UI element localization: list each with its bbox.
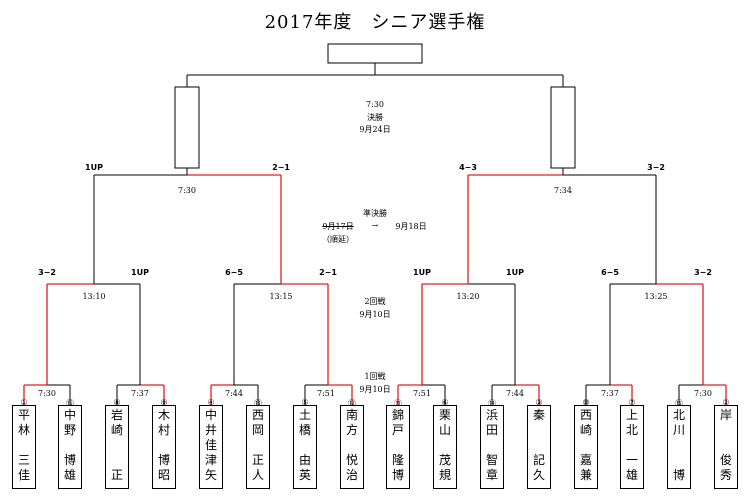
- round2-score: 6−5: [225, 268, 243, 277]
- player-seed: ⑪: [394, 399, 402, 408]
- player-name-box: 錦戸 隆博: [386, 405, 410, 489]
- round2-score: 1UP: [413, 268, 431, 277]
- player-seed: ⑧: [113, 398, 121, 407]
- round2-score: 3−2: [38, 268, 56, 277]
- player-name-box: 上北 一雄: [620, 405, 644, 489]
- semifinal-original-date: 9月17日: [322, 222, 354, 231]
- final-date: 9月24日: [359, 125, 391, 134]
- player-name-box: 西岡 正人: [246, 405, 270, 489]
- round1-time: 7:44: [506, 389, 524, 398]
- player-seed: ⑫: [348, 399, 356, 408]
- round1-time: 7:37: [601, 389, 619, 398]
- final-round-label: 決勝: [367, 113, 383, 122]
- finalist-box-left: [174, 86, 200, 169]
- player-seed: ⑥: [441, 398, 449, 407]
- round1-time: 7:30: [694, 389, 712, 398]
- round2-date: 9月10日: [359, 310, 391, 319]
- finalist-box-right: [550, 86, 576, 169]
- semifinal-round-label: 準決勝: [363, 209, 387, 218]
- semifinal-right-time: 7:34: [554, 186, 572, 195]
- player-name-box: 浜田 智章: [480, 405, 504, 489]
- player-name-box: 岸 俊秀: [714, 405, 738, 489]
- player-name-box: 西崎 嘉兼: [574, 405, 598, 489]
- player-seed: ⑬: [254, 399, 262, 408]
- player-name-box: 中野 博雄: [58, 405, 82, 489]
- final-time: 7:30: [366, 100, 384, 109]
- round1-time: 7:37: [131, 389, 149, 398]
- round1-time: 7:51: [413, 389, 431, 398]
- page-title: 2017年度 シニア選手権: [264, 12, 486, 33]
- player-seed: ③: [535, 398, 543, 407]
- semifinal-score: 2−1: [272, 163, 290, 172]
- round2-time: 13:15: [269, 292, 293, 301]
- player-seed: ①: [20, 398, 28, 407]
- player-seed: ⑮: [675, 399, 683, 408]
- semifinal-score: 3−2: [647, 163, 665, 172]
- player-seed: ⑦: [628, 398, 636, 407]
- player-name-box: 平林 三佳: [12, 405, 36, 489]
- semifinal-score: 1UP: [85, 163, 103, 172]
- player-name-box: 木村 博昭: [152, 405, 176, 489]
- champion-box: [327, 43, 423, 64]
- postpone-arrow: →: [371, 221, 379, 230]
- round1-time: 7:51: [317, 389, 335, 398]
- round1-label: 1回戦: [364, 372, 386, 381]
- player-name-box: 南方 悦治: [340, 405, 364, 489]
- player-seed: ④: [207, 398, 215, 407]
- round2-score: 1UP: [131, 268, 149, 277]
- round2-time: 13:10: [82, 292, 106, 301]
- player-name-box: 土橋 由英: [293, 405, 317, 489]
- player-name-box: 栗山 茂規: [433, 405, 457, 489]
- round2-label: 2回戦: [364, 297, 386, 306]
- semifinal-score: 4−3: [459, 163, 477, 172]
- round1-time: 7:44: [225, 389, 243, 398]
- round2-time: 13:20: [456, 292, 480, 301]
- round1-date: 9月10日: [359, 385, 391, 394]
- semifinal-new-date: 9月18日: [395, 222, 427, 231]
- round2-score: 3−2: [694, 268, 712, 277]
- round1-time: 7:30: [38, 389, 56, 398]
- round2-score: 2−1: [319, 268, 337, 277]
- player-seed: ⑯: [66, 399, 74, 408]
- player-name-box: 北川 博: [667, 405, 691, 489]
- player-name-box: 岩崎 正: [105, 405, 129, 489]
- player-seed: ⑤: [301, 398, 309, 407]
- round2-score: 6−5: [601, 268, 619, 277]
- player-seed: ⑭: [488, 399, 496, 408]
- round2-time: 13:25: [644, 292, 668, 301]
- player-seed: ⑨: [160, 398, 168, 407]
- postpone-note: （順延）: [322, 235, 354, 244]
- round2-score: 1UP: [506, 268, 524, 277]
- player-seed: ②: [722, 398, 730, 407]
- player-seed: ⑩: [582, 398, 590, 407]
- player-name-box: 秦 記久: [527, 405, 551, 489]
- player-name-box: 中井佳津矢: [199, 405, 223, 489]
- semifinal-left-time: 7:30: [178, 186, 196, 195]
